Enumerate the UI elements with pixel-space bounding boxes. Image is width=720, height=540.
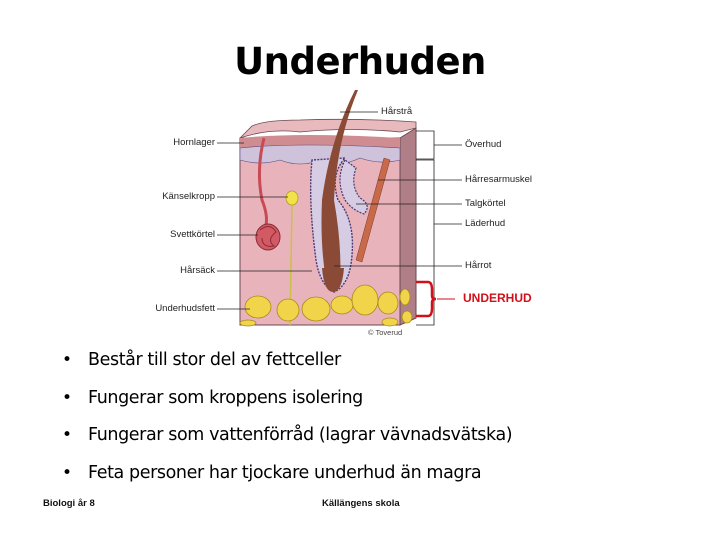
bullet-item: •Består till stor del av fettceller (60, 346, 512, 384)
bullet-icon: • (62, 387, 72, 408)
label-harstra: Hårstrå (381, 106, 413, 117)
bullet-item: •Fungerar som vattenförråd (lagrar vävna… (60, 421, 513, 459)
bullet-icon: • (62, 350, 72, 370)
label-underhud-highlight: UNDERHUD (463, 291, 532, 305)
bullet-item: •Fungerar som kroppens isolering (60, 384, 512, 422)
footer-left: Biologi år 8 (43, 498, 95, 509)
bullet-list: •Består till stor del av fettceller •Fun… (60, 346, 513, 497)
label-svettkortel: Svettkörtel (170, 229, 215, 240)
label-hornlager: Hornlager (173, 137, 215, 148)
bullet-icon: • (62, 425, 72, 445)
label-underhudsfett: Underhudsfett (155, 303, 215, 314)
label-kanselkropp: Känselkropp (162, 191, 215, 202)
label-overhud: Överhud (465, 139, 502, 150)
label-harrot: Hårrot (465, 260, 492, 271)
label-laderhud: Läderhud (465, 218, 506, 229)
image-credit: © Toverud (368, 328, 403, 337)
footer-center: Källängens skola (322, 498, 400, 509)
bullet-item: •Feta personer har tjockare underhud än … (60, 459, 512, 497)
label-talgkortel: Talgkörtel (465, 198, 506, 209)
label-harsack: Hårsäck (180, 265, 215, 276)
label-harresarmuskel: Hårresarmuskel (465, 174, 533, 185)
bullet-icon: • (62, 462, 72, 483)
slide-title: Underhuden (234, 40, 486, 83)
